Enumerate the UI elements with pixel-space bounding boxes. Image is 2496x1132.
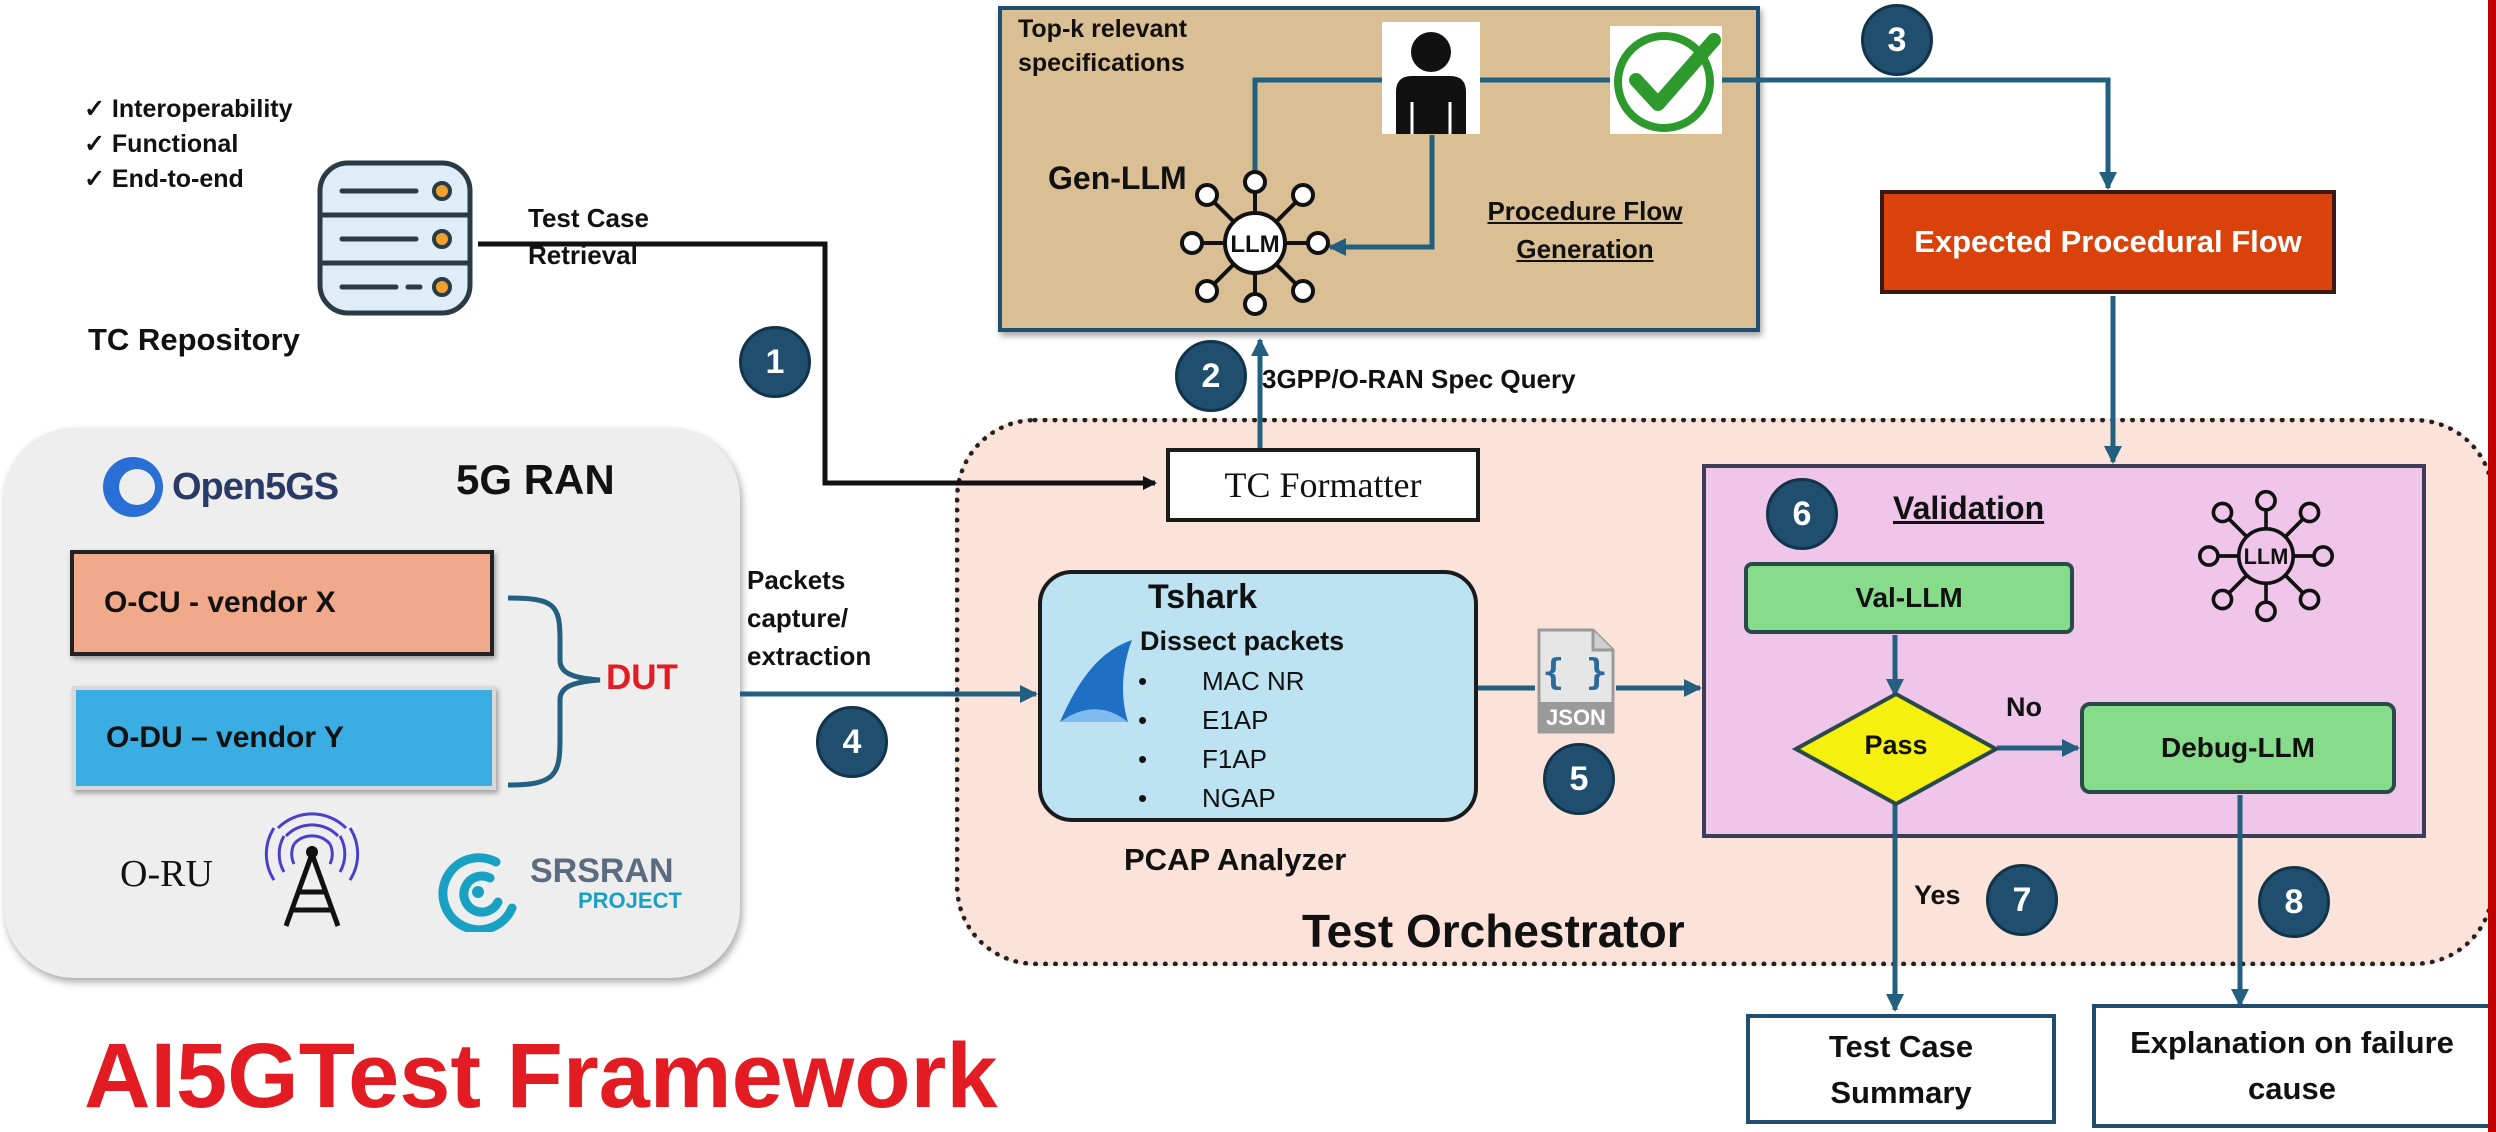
list-item: •NGAP — [1138, 783, 1276, 813]
step-7-badge: 7 — [1986, 864, 2058, 936]
step-3-badge: 3 — [1861, 4, 1933, 76]
page-edge-bar — [2488, 0, 2496, 1132]
llm-icon-text: LLM — [1230, 231, 1279, 258]
tshark-item-list: •MAC NR •E1AP •F1AP •NGAP — [1138, 662, 1305, 818]
gen-llm-label: Gen-LLM — [1048, 160, 1187, 196]
step-2-badge: 2 — [1175, 340, 1247, 412]
svg-text:LLM: LLM — [2244, 544, 2289, 569]
list-item: •F1AP — [1138, 744, 1268, 774]
wireshark-fin-icon — [1060, 640, 1132, 722]
test-case-summary-box: Test Case Summary — [1746, 1014, 2056, 1124]
step-8-badge: 8 — [2258, 866, 2330, 938]
json-icon-text: JSON — [1546, 705, 1606, 730]
list-item: •MAC NR — [1138, 666, 1305, 696]
odu-box: O-DU – vendor Y — [72, 686, 496, 790]
check-to-expected-line — [1720, 77, 2117, 190]
srsran-logo-icon — [438, 853, 517, 932]
dut-brace — [507, 595, 601, 788]
no-label: No — [2006, 692, 2042, 722]
json-file-icon: { } JSON — [1537, 628, 1615, 734]
pass-decision-diamond — [1792, 691, 2000, 807]
expected-procedural-flow-box: Expected Procedural Flow — [1880, 190, 2336, 294]
test-orchestrator-label: Test Orchestrator — [1302, 905, 1685, 957]
tc-formatter-box: TC Formatter — [1166, 448, 1480, 522]
yes-label: Yes — [1914, 880, 1961, 910]
checklist-item: ✓ Interoperability — [84, 95, 293, 123]
database-icon — [317, 160, 473, 316]
step-1-badge: 1 — [739, 326, 811, 398]
dut-label: DUT — [606, 658, 678, 697]
checkmark-icon: ✓ — [84, 95, 112, 123]
checkmark-icon: ✓ — [84, 130, 112, 158]
tc-retrieval-line — [478, 241, 1157, 490]
step-4-badge: 4 — [816, 706, 888, 778]
spec-query-label: 3GPP/O-RAN Spec Query — [1262, 364, 1576, 394]
open5gs-logo-text: Open5GS — [172, 466, 339, 508]
checklist-item: ✓ End-to-end — [84, 165, 244, 193]
val-llm-box: Val-LLM — [1744, 562, 2074, 634]
person-icon — [1382, 22, 1480, 134]
oru-label: O-RU — [120, 853, 213, 895]
pcap-analyzer-label: PCAP Analyzer — [1124, 842, 1347, 877]
step-5-badge: 5 — [1543, 743, 1615, 815]
test-case-retrieval-label: Test Case Retrieval — [528, 203, 649, 270]
svg-text:{ }: { } — [1542, 652, 1607, 693]
llm-network-icon: LLM — [1180, 170, 1330, 316]
tshark-title: Tshark — [1148, 578, 1257, 616]
antenna-tower-icon — [264, 812, 360, 927]
procedure-flow-label: Procedure Flow Generation — [1487, 196, 1683, 264]
open5gs-logo-icon — [103, 457, 163, 517]
step-6-badge: 6 — [1766, 478, 1838, 550]
topk-label: Top-k relevant specifications — [1018, 15, 1188, 77]
dissect-label: Dissect packets — [1140, 626, 1345, 656]
ocu-box: O-CU - vendor X — [70, 550, 494, 656]
tc-repository-label: TC Repository — [88, 322, 300, 357]
llm-network-icon: LLM — [2198, 489, 2334, 623]
ran-title: 5G RAN — [456, 456, 615, 503]
check-approval-icon — [1610, 26, 1722, 134]
srsran-logo-text: SRSRAN PROJECT — [530, 852, 682, 913]
validation-title: Validation — [1893, 490, 2045, 526]
pass-label: Pass — [1864, 730, 1928, 760]
packets-label: Packets capture/ extraction — [747, 565, 872, 671]
checkmark-icon: ✓ — [84, 165, 112, 193]
framework-title: AI5GTest Framework — [84, 1025, 998, 1127]
person-to-llm-line — [1328, 135, 1435, 256]
checklist: ✓ Interoperability ✓ Functional ✓ End-to… — [84, 92, 293, 197]
llm-to-person-line — [1252, 77, 1385, 182]
list-item: •E1AP — [1138, 705, 1269, 735]
debug-llm-box: Debug-LLM — [2080, 702, 2396, 794]
checklist-item: ✓ Functional — [84, 130, 239, 158]
explanation-box: Explanation on failure cause — [2092, 1004, 2492, 1128]
